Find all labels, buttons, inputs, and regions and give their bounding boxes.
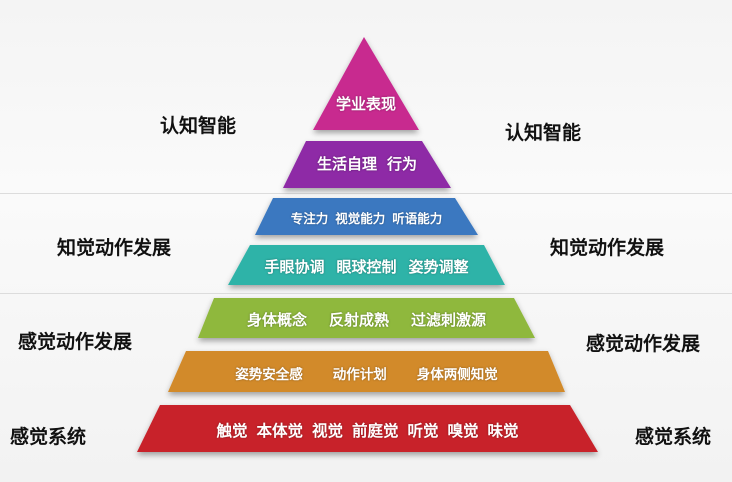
layer-item: 听语能力: [392, 211, 443, 226]
divider-line: [0, 193, 732, 194]
layer-item: 姿势调整: [408, 258, 469, 276]
layer-item: 学业表现: [335, 95, 396, 113]
left-label-cognitive: 认知智能: [160, 115, 237, 137]
pyramid-layer-4: [228, 245, 505, 285]
layer-item: 前庭觉: [351, 422, 399, 440]
layer-item: 听觉: [407, 422, 439, 440]
right-label-cognitive: 认知智能: [505, 122, 582, 144]
layer-5-text: 身体概念 反射成熟 过滤刺激源: [198, 309, 535, 330]
layer-3-text: 专注力视觉能力听语能力: [255, 208, 478, 227]
layer-item: 动作计划: [332, 367, 387, 383]
layer-item: 触觉: [216, 422, 248, 440]
layer-6-text: 姿势安全感 动作计划 身体两侧知觉: [168, 363, 565, 383]
divider-line: [0, 293, 732, 294]
layer-item: 生活自理: [316, 155, 377, 173]
layer-1-text: 学业表现: [313, 93, 419, 114]
left-label-sensory-motor: 感觉动作发展: [18, 331, 133, 353]
layer-item: 姿势安全感: [235, 367, 303, 383]
layer-7-text: 触觉本体觉视觉前庭觉听觉嗅觉味觉: [137, 419, 598, 441]
left-label-perceptual-motor: 知觉动作发展: [57, 237, 172, 259]
layer-4-text: 手眼协调眼球控制姿势调整: [228, 256, 505, 277]
layer-2-text: 生活自理行为: [283, 153, 451, 174]
pyramid-layer-5: [198, 298, 535, 338]
layer-item: 专注力: [290, 211, 329, 226]
layer-item: 身体两侧知觉: [416, 367, 498, 383]
right-label-perceptual-motor: 知觉动作发展: [550, 237, 665, 259]
layer-item: 视觉能力: [335, 211, 386, 226]
layer-item: 本体觉: [256, 422, 303, 440]
right-label-sensory-motor: 感觉动作发展: [586, 333, 701, 355]
layer-item: 反射成熟: [328, 311, 389, 329]
right-label-sensory-system: 感觉系统: [635, 426, 712, 448]
pyramid-layer-3: [255, 198, 478, 235]
layer-item: 手眼协调: [264, 258, 325, 276]
layer-item: 行为: [387, 155, 418, 173]
layer-item: 视觉: [311, 422, 343, 440]
layer-item: 味觉: [487, 422, 519, 440]
pyramid-layer-7: [137, 405, 598, 452]
layer-item: 过滤刺激源: [411, 311, 487, 329]
left-label-sensory-system: 感觉系统: [10, 426, 87, 448]
layer-item: 眼球控制: [336, 258, 397, 276]
pyramid-layer-1: [313, 37, 419, 130]
pyramid-layer-6: [168, 351, 565, 392]
layer-item: 嗅觉: [447, 422, 479, 440]
pyramid-layer-2: [283, 141, 451, 188]
layer-item: 身体概念: [246, 311, 307, 329]
